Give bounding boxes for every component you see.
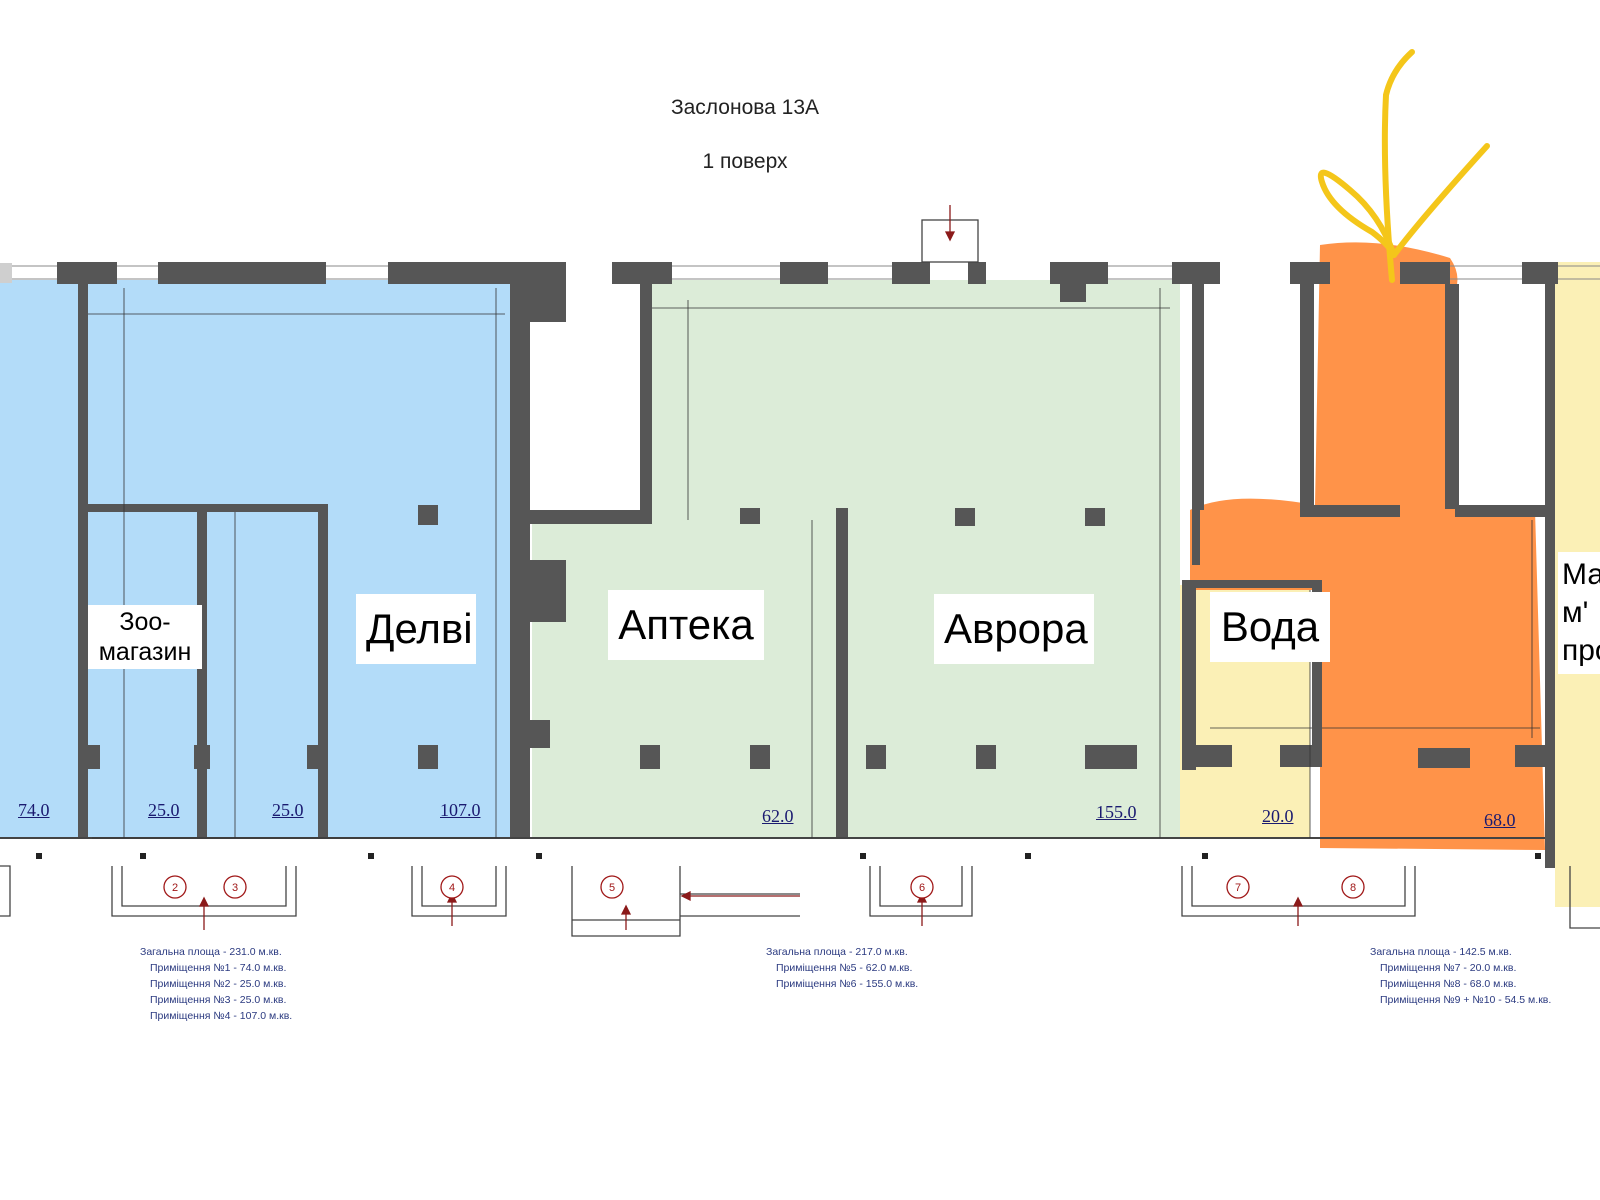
summary-right-total: Загальна площа - 142.5 м.кв. xyxy=(1370,946,1512,958)
area-room-2: 25.0 xyxy=(148,800,180,820)
room-label-zoo-line2: магазин xyxy=(98,638,192,666)
summary-left-line: Приміщення №3 - 25.0 м.кв. xyxy=(150,994,287,1006)
area-room-7: 20.0 xyxy=(1262,806,1294,826)
room-label-right-line1: Ма xyxy=(1562,558,1600,591)
summary-middle-line: Приміщення №6 - 155.0 м.кв. xyxy=(776,978,919,990)
area-room-1: 74.0 xyxy=(18,800,50,820)
summary-left-line: Приміщення №2 - 25.0 м.кв. xyxy=(150,978,287,990)
entrance-number: 4 xyxy=(449,882,455,894)
highlighted-unit xyxy=(1190,242,1545,851)
area-room-4: 107.0 xyxy=(440,800,481,820)
entrance-number: 2 xyxy=(172,882,178,894)
entrance-number: 3 xyxy=(232,882,238,894)
summary-left-total: Загальна площа - 231.0 м.кв. xyxy=(140,946,282,958)
summary-left-line: Приміщення №1 - 74.0 м.кв. xyxy=(150,962,287,974)
green-zone xyxy=(532,280,1180,838)
floor-title: 1 поверх xyxy=(702,150,788,173)
summary-right: Загальна площа - 142.5 м.кв. Приміщення … xyxy=(1370,944,1551,1008)
entrance-number: 7 xyxy=(1235,882,1241,894)
hand-drawn-arrow-marker xyxy=(1317,49,1490,283)
room-label-zoo: Зоо- магазин xyxy=(88,605,202,669)
summary-right-line: Приміщення №9 + №10 - 54.5 м.кв. xyxy=(1380,994,1552,1006)
room-label-apteka: Аптека xyxy=(608,590,764,660)
summary-right-line: Приміщення №7 - 20.0 м.кв. xyxy=(1380,962,1517,974)
walls xyxy=(0,262,1558,322)
room-label-zoo-line1: Зоо- xyxy=(119,608,171,636)
room-label-right-cut: Ма м' про xyxy=(1558,552,1600,674)
room-label-right-line3: про xyxy=(1562,634,1600,667)
summary-middle-total: Загальна площа - 217.0 м.кв. xyxy=(766,946,908,958)
summary-middle-line: Приміщення №5 - 62.0 м.кв. xyxy=(776,962,913,974)
room-label-avrora: Аврора xyxy=(934,594,1094,664)
summary-right-line: Приміщення №8 - 68.0 м.кв. xyxy=(1380,978,1517,990)
entrance-number: 8 xyxy=(1350,882,1356,894)
summary-left-line: Приміщення №4 - 107.0 м.кв. xyxy=(150,1010,293,1022)
area-room-5: 62.0 xyxy=(762,806,794,826)
entrance-number: 6 xyxy=(919,882,925,894)
entrance-number: 5 xyxy=(609,882,615,894)
area-room-6: 155.0 xyxy=(1096,802,1137,822)
room-label-delvi: Делві xyxy=(356,594,476,664)
area-room-8: 68.0 xyxy=(1484,810,1516,830)
area-room-3: 25.0 xyxy=(272,800,304,820)
room-label-voda: Вода xyxy=(1210,592,1330,662)
room-label-right-line2: м' xyxy=(1562,596,1589,629)
summary-left: Загальна площа - 231.0 м.кв. Приміщення … xyxy=(140,944,292,1024)
summary-middle: Загальна площа - 217.0 м.кв. Приміщення … xyxy=(766,944,918,992)
address-title: Заслонова 13А xyxy=(670,96,820,119)
